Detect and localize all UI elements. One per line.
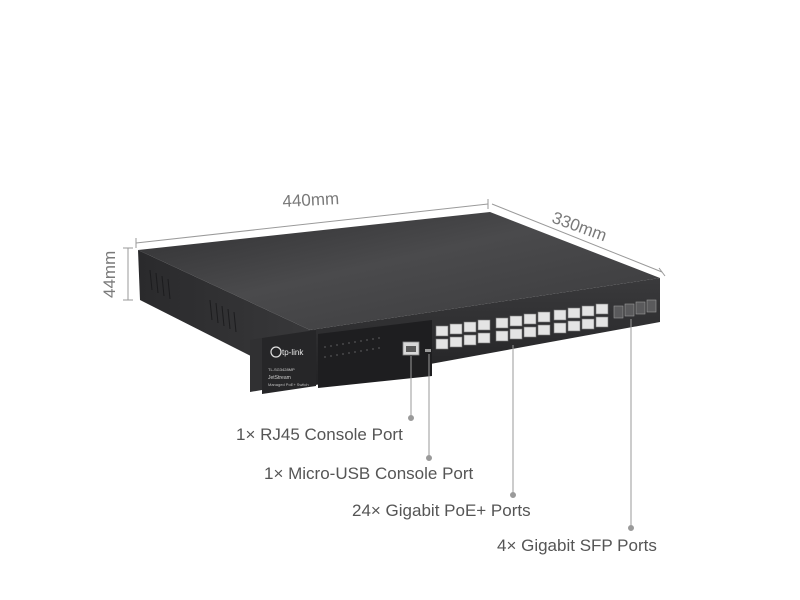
side-vents bbox=[149, 269, 237, 333]
poe-port bbox=[581, 305, 595, 317]
poe-port bbox=[477, 332, 491, 344]
poe-port bbox=[495, 317, 509, 329]
poe-port bbox=[449, 336, 463, 348]
series-name: JetStream bbox=[268, 375, 291, 381]
poe-port bbox=[463, 334, 477, 346]
poe-port bbox=[595, 303, 609, 315]
gigabit-poe-ports bbox=[435, 303, 609, 350]
callout-lines bbox=[408, 319, 634, 531]
status-leds bbox=[324, 337, 380, 358]
sfp-port-icon bbox=[635, 301, 646, 315]
sfp-port-icon bbox=[624, 303, 635, 317]
switch-chassis bbox=[138, 212, 660, 394]
poe-port bbox=[537, 324, 551, 336]
poe-port bbox=[509, 315, 523, 327]
tp-link-logo-icon bbox=[270, 346, 282, 358]
poe-port bbox=[523, 326, 537, 338]
poe-port bbox=[537, 311, 551, 323]
poe-port bbox=[495, 330, 509, 342]
micro-usb-console-port bbox=[425, 349, 431, 352]
dimension-lines bbox=[123, 199, 666, 301]
device-subtitle: Managed PoE+ Switch bbox=[268, 382, 309, 387]
brand-logo-text: tp-link bbox=[282, 348, 304, 357]
led-panel bbox=[318, 320, 432, 388]
model-number: TL-SG3428MP bbox=[268, 367, 295, 372]
poe-port bbox=[567, 320, 581, 332]
sfp-port-icon bbox=[613, 305, 624, 319]
poe-port bbox=[477, 319, 491, 331]
poe-port bbox=[553, 322, 567, 334]
poe-port bbox=[463, 321, 477, 333]
poe-port bbox=[581, 318, 595, 330]
poe-port bbox=[435, 325, 449, 337]
height-dimension-label: 44mm bbox=[100, 250, 119, 298]
rack-ear bbox=[250, 338, 262, 392]
width-dimension-line bbox=[135, 203, 489, 244]
sfp-port-icon bbox=[646, 299, 657, 313]
sfp-ports bbox=[613, 299, 657, 319]
callout-micro-usb-console-port: 1× Micro-USB Console Port bbox=[264, 464, 474, 483]
rj45-port-icon bbox=[406, 346, 416, 352]
chassis-top bbox=[138, 212, 660, 330]
poe-port bbox=[449, 323, 463, 335]
callout-gigabit-sfp-ports: 4× Gigabit SFP Ports bbox=[497, 536, 657, 555]
logo-panel bbox=[262, 330, 316, 394]
callout-gigabit-poe-ports: 24× Gigabit PoE+ Ports bbox=[352, 501, 531, 520]
width-dimension-label: 440mm bbox=[282, 189, 340, 211]
poe-port bbox=[435, 338, 449, 350]
callout-rj45-console-port: 1× RJ45 Console Port bbox=[236, 425, 403, 444]
poe-port bbox=[567, 307, 581, 319]
poe-port bbox=[553, 309, 567, 321]
poe-port bbox=[509, 328, 523, 340]
poe-port bbox=[523, 313, 537, 325]
poe-port bbox=[595, 316, 609, 328]
depth-dimension-line bbox=[491, 203, 663, 273]
